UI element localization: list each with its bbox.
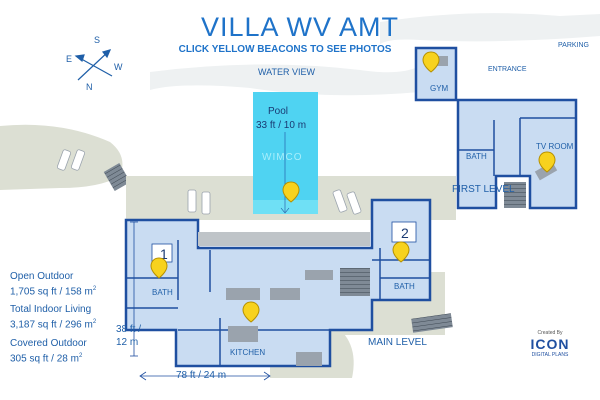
stat-open-outdoor: Open Outdoor 1,705 sq ft / 158 m2 [10, 270, 96, 298]
stat-label: Covered Outdoor [10, 338, 87, 349]
compass-e: E [66, 54, 73, 64]
depth-dimension-ft: 38 ft / [116, 324, 142, 335]
pool-size: 33 ft / 10 m [256, 120, 307, 131]
beacon-gym-icon[interactable] [420, 50, 442, 74]
stat-covered-outdoor: Covered Outdoor 305 sq ft / 28 m2 [10, 337, 87, 365]
stat-value: 305 sq ft / 28 m2 [10, 353, 83, 365]
compass-w: W [114, 62, 123, 72]
water-view-label: WATER VIEW [258, 67, 315, 77]
kitchen-label: KITCHEN [230, 348, 266, 357]
gym-label: GYM [430, 84, 449, 93]
beacon-tv-room-icon[interactable] [536, 150, 558, 174]
compass-s: S [94, 35, 101, 45]
credit-tag: DIGITAL PLANS [531, 352, 569, 358]
stat-value: 1,705 sq ft / 158 m2 [10, 286, 97, 298]
steps-left [103, 162, 131, 192]
stat-label: Total Indoor Living [10, 304, 92, 315]
bath-left-label: BATH [152, 288, 173, 297]
width-dimension: 78 ft / 24 m [176, 370, 227, 381]
bath-right-label: BATH [394, 282, 415, 291]
beacon-kitchen-icon[interactable] [240, 300, 262, 324]
entrance-label: ENTRANCE [488, 66, 527, 73]
villa-title: VILLA WV AMT [200, 12, 400, 42]
parking-band [380, 13, 600, 45]
beacon-instructions: CLICK YELLOW BEACONS TO SEE PHOTOS [178, 44, 392, 55]
main-level-label: MAIN LEVEL [368, 337, 427, 348]
bath-upper-label: BATH [466, 152, 487, 161]
watermark-text: WIMCO [262, 152, 303, 163]
compass-rose [74, 49, 113, 81]
stat-value: 3,187 sq ft / 296 m2 [10, 319, 97, 331]
bedroom-2-number: 2 [401, 225, 409, 241]
steps-lower [411, 313, 453, 333]
beacon-pool-icon[interactable] [280, 180, 302, 204]
stat-total-indoor: Total Indoor Living 3,187 sq ft / 296 m2 [10, 303, 96, 331]
pool-label: Pool [268, 106, 289, 117]
bedroom-1-number: 1 [160, 246, 168, 262]
compass-n: N [86, 82, 93, 92]
credit-small-text: Created By [537, 330, 563, 336]
beacon-bedroom-1-icon[interactable] [148, 256, 170, 280]
first-level-label: FIRST LEVEL [452, 184, 515, 195]
dimension-lines [130, 221, 271, 381]
stat-label: Open Outdoor [10, 271, 74, 282]
credit-brand: ICON [530, 336, 570, 352]
depth-dimension-m: 12 m [116, 337, 139, 348]
tv-room-label: TV ROOM [536, 142, 574, 151]
parking-label: PARKING [558, 42, 589, 49]
pool-loungers [56, 149, 362, 215]
water-view-band [150, 64, 420, 96]
creator-credit[interactable]: Created By ICON DIGITAL PLANS [520, 330, 580, 358]
beacon-bedroom-2-icon[interactable] [390, 240, 412, 264]
main-level-building [124, 198, 432, 368]
